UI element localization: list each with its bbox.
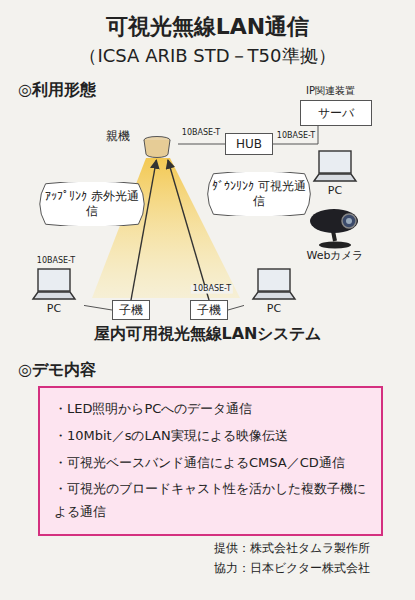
section-heading: ◎デモ内容 xyxy=(18,360,96,381)
node-text: 子機 xyxy=(119,302,143,319)
node-text: ・10Mbit／sのLAN実現による映像伝送 xyxy=(54,423,367,450)
terminal-box: 子機 xyxy=(190,300,228,320)
node-text: ・可視光のブロードキャスト性を活かした複数子機による通信 xyxy=(54,476,367,526)
title: 可視光無線LAN通信 xyxy=(0,12,415,42)
node-text: 子機 xyxy=(197,302,221,319)
node-text: PC xyxy=(47,302,61,315)
pc-laptop: PC xyxy=(24,268,84,320)
pc-laptop: PC xyxy=(244,268,304,320)
edge-label: 10BASE-T xyxy=(191,285,233,294)
node-text: PC xyxy=(267,302,281,315)
subtitle: （ICSA ARIB STD－T50準拠） xyxy=(0,44,415,68)
laptop-icon xyxy=(312,150,358,184)
caption: 屋内可用視光無線LANシステム xyxy=(0,324,415,345)
demo-box: ・LED照明からPCへのデータ通信・10Mbit／sのLAN実現による映像伝送・… xyxy=(38,386,383,536)
hub-box: HUB xyxy=(225,133,273,155)
node-text: ｱｯﾌﾟﾘﾝｸ 赤外光通信 xyxy=(34,189,150,219)
credit-note: 提供：株式会社タムラ製作所 xyxy=(214,540,370,557)
lan-cable xyxy=(178,144,225,145)
node-text: サーバ xyxy=(318,105,354,122)
section-heading: ◎利用形態 xyxy=(18,80,96,101)
lan-cable xyxy=(84,305,112,310)
laptop-icon xyxy=(31,268,77,302)
base-station: 親機 xyxy=(106,128,178,160)
credit-note: 協力：日本ビクター株式会社 xyxy=(214,560,370,577)
uplink-callout: ｱｯﾌﾟﾘﾝｸ 赤外光通信 xyxy=(34,182,150,226)
node-text: 親機 xyxy=(106,128,130,145)
node-text: ・LED照明からPCへのデータ通信 xyxy=(54,396,367,423)
terminal-box: 子機 xyxy=(112,300,150,320)
webcam-icon xyxy=(306,205,364,249)
group-label: IP関連装置 xyxy=(306,84,355,98)
node-text: ﾀﾞｳﾝﾘﾝｸ 可視光通信 xyxy=(202,179,316,209)
lan-cable xyxy=(228,305,244,310)
node-text: ・可視光ベースバンド通信によるCMSA／CD通信 xyxy=(54,450,367,477)
lan-cable xyxy=(273,126,318,144)
laptop-icon xyxy=(251,268,297,302)
edge-label: 10BASE-T xyxy=(275,132,317,141)
ceiling-lamp xyxy=(142,136,172,158)
server-box: サーバ xyxy=(300,100,372,126)
node-text: PC xyxy=(328,184,342,197)
uplink-arrow xyxy=(131,160,156,300)
downlink-callout: ﾀﾞｳﾝﾘﾝｸ 可視光通信 xyxy=(202,172,316,216)
edge-label: 10BASE-T xyxy=(35,257,77,266)
edge-label: 10BASE-T xyxy=(180,129,222,138)
node-text: HUB xyxy=(236,137,262,151)
node-text: Webカメラ xyxy=(307,249,364,262)
uplink-arrow xyxy=(168,160,209,300)
